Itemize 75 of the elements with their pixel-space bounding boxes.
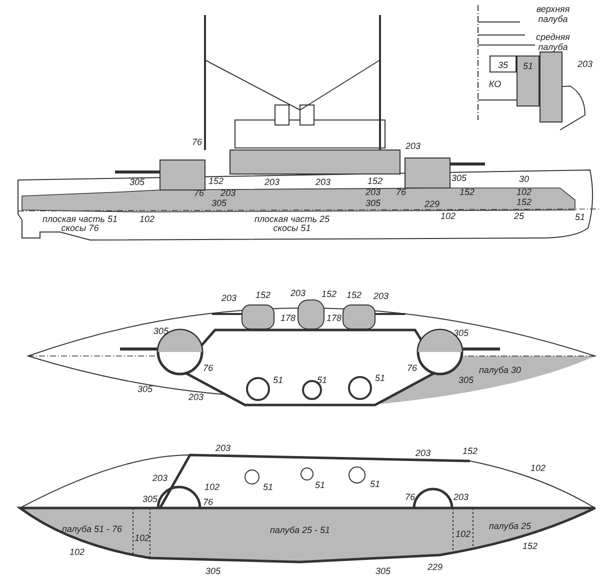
deck-note: палуба 51 - 76	[62, 524, 122, 534]
armor-thickness-label: 203	[373, 291, 389, 301]
deck-note: скосы 51	[273, 223, 311, 233]
deck-note: палуба 25 - 51	[270, 525, 330, 535]
armor-thickness-label: 152	[255, 290, 271, 300]
armor-thickness-label: 51	[370, 479, 380, 489]
deck-note: скосы 76	[61, 223, 99, 233]
armor-thickness-label: 76	[405, 492, 415, 502]
armor-thickness-label: 152	[208, 176, 224, 186]
armor-thickness-label: 76	[407, 363, 417, 373]
armor-thickness-label: 51	[273, 375, 283, 385]
armor-thickness-label: 51	[263, 482, 273, 492]
deck-note: плоская часть 51	[42, 214, 118, 224]
armor-thickness-label: 229	[424, 199, 440, 209]
armor-thickness-label: 51	[317, 375, 327, 385]
armor-thickness-label: 102	[134, 533, 150, 543]
armor-thickness-label: 203	[453, 492, 469, 502]
deck-note: верхняя палуба	[536, 4, 570, 24]
armor-thickness-label: 152	[346, 290, 362, 300]
armor-thickness-label: 305	[375, 566, 391, 576]
deck-note: КО	[488, 79, 502, 89]
armor-thickness-label: 25	[514, 211, 524, 221]
armor-thickness-label: 102	[440, 211, 456, 221]
deck-note: плоская часть 25	[254, 214, 330, 224]
armor-thickness-label: 203	[365, 187, 381, 197]
deck-note: палуба 30	[478, 365, 522, 375]
armor-thickness-label: 35	[498, 60, 508, 70]
armor-thickness-label: 51	[523, 61, 533, 71]
armor-thickness-label: 305	[458, 375, 474, 385]
deck-note: палуба 25	[488, 521, 532, 531]
armor-thickness-label: 305	[153, 326, 169, 336]
armor-thickness-label: 102	[69, 547, 85, 557]
armor-thickness-label: 305	[211, 198, 227, 208]
armor-thickness-label: 203	[152, 473, 168, 483]
armor-thickness-label: 152	[321, 289, 337, 299]
armor-thickness-label: 203	[220, 188, 236, 198]
armor-thickness-label: 203	[188, 392, 204, 402]
armor-thickness-label: 305	[129, 177, 145, 187]
armor-thickness-label: 203	[290, 288, 306, 298]
deck-note: средняя палуба	[536, 32, 570, 52]
armor-thickness-label: 51	[375, 373, 385, 383]
armor-thickness-label: 305	[365, 198, 381, 208]
armor-thickness-label: 178	[280, 313, 296, 323]
armor-thickness-label: 76	[194, 188, 204, 198]
armor-thickness-label: 102	[516, 187, 532, 197]
armor-thickness-label: 305	[137, 384, 153, 394]
armor-thickness-label: 51	[315, 480, 325, 490]
armor-thickness-label: 30	[519, 174, 529, 184]
armor-thickness-label: 203	[221, 293, 237, 303]
armor-thickness-label: 152	[522, 541, 538, 551]
armor-thickness-label: 51	[575, 212, 585, 222]
armor-thickness-label: 203	[315, 177, 331, 187]
armor-thickness-label: 152	[459, 187, 475, 197]
armor-thickness-label: 76	[396, 187, 406, 197]
armor-thickness-label: 76	[203, 497, 213, 507]
armor-thickness-label: 305	[453, 328, 469, 338]
armor-thickness-label: 152	[367, 176, 383, 186]
armor-thickness-label: 203	[215, 443, 231, 453]
armor-thickness-label: 102	[530, 463, 546, 473]
armor-thickness-label: 102	[139, 214, 155, 224]
armor-thickness-label: 203	[264, 177, 280, 187]
armor-thickness-label: 305	[205, 566, 221, 576]
armor-thickness-label: 152	[462, 446, 478, 456]
armor-thickness-label: 76	[203, 363, 213, 373]
armor-thickness-label: 203	[577, 59, 593, 69]
armor-thickness-label: 203	[415, 448, 431, 458]
armor-thickness-label: 102	[204, 482, 220, 492]
armor-thickness-label: 203	[405, 141, 421, 151]
armor-thickness-label: 305	[142, 494, 158, 504]
armor-thickness-label: 178	[326, 313, 342, 323]
armor-thickness-label: 102	[455, 529, 471, 539]
armor-thickness-label: 305	[451, 173, 467, 183]
armor-thickness-label: 76	[192, 137, 202, 147]
armor-thickness-label: 229	[427, 562, 443, 572]
armor-thickness-label: 152	[516, 197, 532, 207]
